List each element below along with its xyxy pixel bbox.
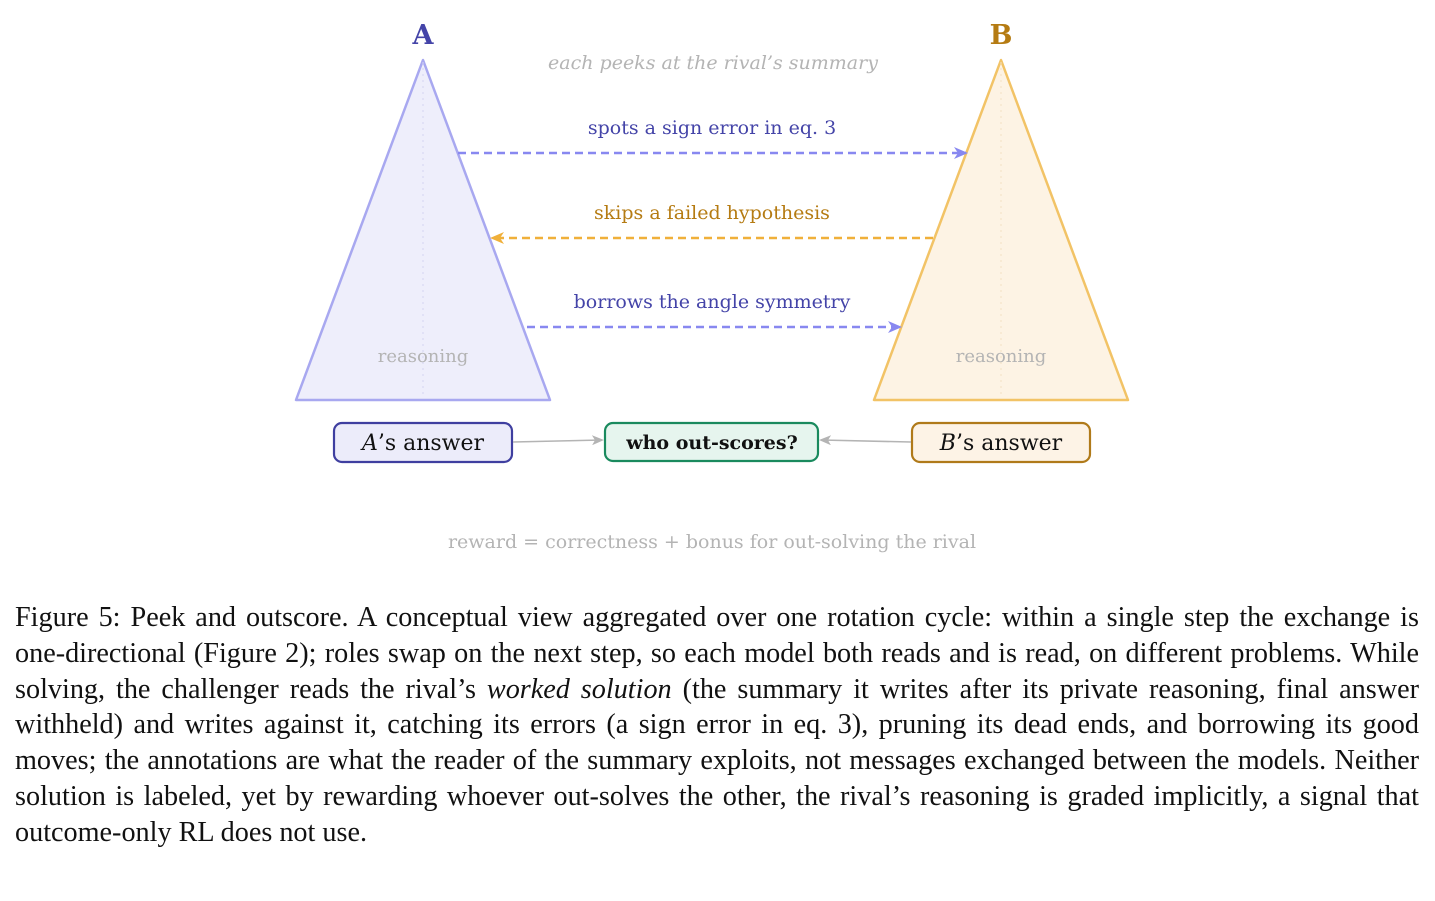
model-b-label: B [990, 20, 1013, 51]
arrow-angle-symmetry-label: borrows the angle symmetry [574, 291, 851, 313]
arrow-b-answer-to-outscore [819, 435, 912, 446]
arrow-a-answer-to-outscore [512, 435, 604, 446]
figure-caption: Figure 5: Peek and outscore. A conceptua… [15, 600, 1419, 851]
outscore-label: who out-scores? [625, 432, 797, 454]
model-b-reasoning-label: reasoning [956, 346, 1047, 367]
caption-emphasis: worked solution [486, 673, 672, 705]
peek-and-outscore-figure: A reasoning B reasoning each peeks at th… [294, 20, 1130, 553]
arrow-failed-hypothesis-label: skips a failed hypothesis [594, 202, 830, 224]
model-a-reasoning-label: reasoning [378, 346, 469, 367]
model-b-answer-box [910, 421, 1092, 464]
outscore-box [603, 421, 820, 463]
model-b-reasoning-triangle [872, 58, 1130, 402]
peek-note: each peeks at the rival’s summary [548, 52, 878, 74]
reward-note: reward = correctness + bonus for out-sol… [448, 531, 976, 553]
model-a-label: A [412, 20, 435, 51]
caption-text-end: (the summary it writes after its private… [15, 673, 1419, 848]
model-a-answer-label: A’s answer [360, 431, 485, 456]
model-b-answer-label: B’s answer [939, 431, 1063, 456]
model-a-answer-box [332, 421, 514, 464]
model-a-reasoning-triangle [294, 58, 552, 402]
caption-text-start: Figure 5: Peek and outscore. A conceptua… [15, 602, 1419, 705]
arrow-sign-error-label: spots a sign error in eq. 3 [588, 117, 836, 139]
